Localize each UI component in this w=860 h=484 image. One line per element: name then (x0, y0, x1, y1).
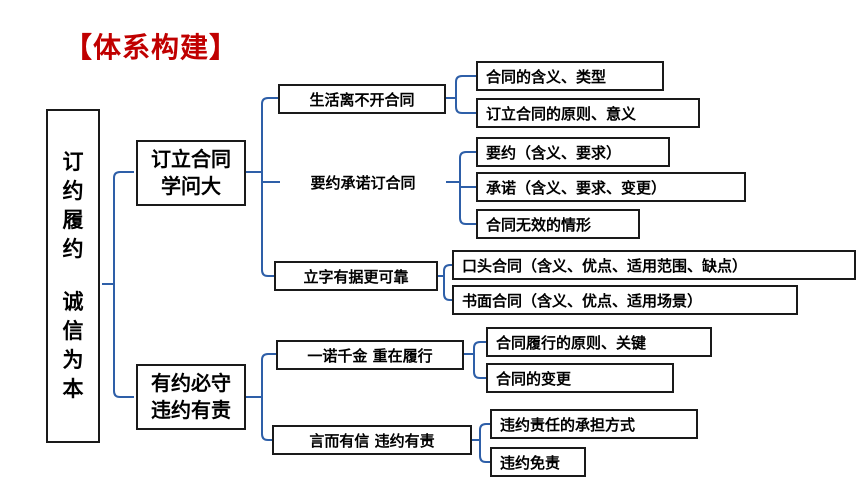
branch-2-box: 有约必守 违约有责 (136, 364, 246, 430)
root-char: 约 (62, 179, 84, 203)
detail-box: 承诺（含义、要求、变更） (476, 172, 746, 202)
detail-box: 合同履行的原则、关键 (486, 327, 712, 357)
detail-box: 书面合同（含义、优点、适用场景） (452, 285, 798, 315)
branch-2-line1: 有约必守 (151, 371, 231, 395)
detail-box: 违约责任的承担方式 (490, 409, 698, 439)
topic-box: 一诺千金 重在履行 (276, 340, 464, 370)
branch-1-box: 订立合同 学问大 (136, 140, 246, 206)
detail-box: 口头合同（含义、优点、适用范围、缺点） (452, 250, 856, 280)
detail-box: 订立合同的原则、意义 (476, 98, 700, 128)
branch-1-line1: 订立合同 (151, 147, 231, 171)
connector-sub-2 (446, 151, 476, 225)
branch-2-line2: 违约有责 (151, 398, 231, 422)
root-char: 订 (62, 150, 84, 174)
page-title: 【体系构建】 (64, 31, 239, 64)
root-char: 履 (62, 208, 84, 232)
topic-box: 生活离不开合同 (278, 84, 446, 114)
root-char: 本 (62, 377, 84, 401)
root-char: 约 (62, 237, 84, 261)
connector-branch2 (246, 353, 276, 441)
detail-box: 合同的含义、类型 (476, 61, 664, 91)
root-topic-box: 订 约 履 约 诚 信 为 本 (46, 109, 100, 443)
detail-box: 合同无效的情形 (476, 209, 640, 239)
detail-box: 合同的变更 (486, 363, 674, 393)
root-char: 为 (62, 348, 84, 372)
topic-box: 要约承诺订合同 (280, 166, 446, 198)
topic-box: 言而有信 违约有责 (272, 425, 472, 455)
detail-box: 要约（含义、要求） (476, 137, 670, 167)
branch-1-line2: 学问大 (161, 174, 221, 198)
connector-sub-4 (464, 341, 486, 379)
connector-root (102, 171, 134, 398)
root-char: 诚 (62, 290, 84, 314)
connector-sub-1 (446, 75, 476, 114)
connector-branch1 (246, 97, 280, 277)
connector-sub-5 (472, 423, 490, 463)
connector-sub-3 (438, 264, 452, 301)
topic-box: 立字有据更可靠 (274, 261, 438, 291)
detail-box: 违约免责 (490, 447, 586, 477)
root-char: 信 (62, 319, 84, 343)
